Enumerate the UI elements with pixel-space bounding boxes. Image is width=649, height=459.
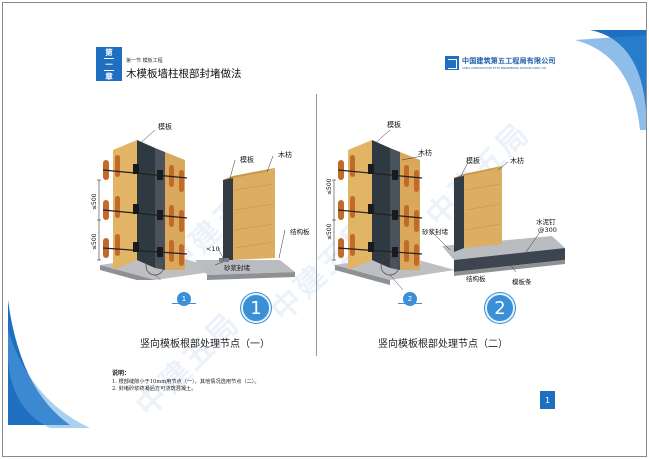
chapter-char: 一 [105,59,113,69]
notes-title: 说明： [112,370,131,377]
detail-marker-2: 2 [403,292,417,306]
label-shuinidin-2: 水泥钉 [536,218,556,226]
chapter-char: 第 [105,47,113,57]
label-mobantiao-2: 模板条 [512,278,532,286]
label-shajiang-2: 砂浆封堵 [422,228,448,236]
chapter-char: 章 [105,71,113,81]
label-mufang-1: 木枋 [278,151,292,159]
dim-label: ≤500 [91,233,98,250]
label-dim-10-1: <10 [206,245,220,253]
node-number-1: 1 [241,293,271,323]
label-moban-side-1: 模板 [240,156,254,164]
figure-1-caption: 竖向模板根部处理节点（一） [140,339,270,350]
company-logo-icon [445,56,459,70]
label-moban-top-2: 模板 [387,121,401,129]
label-moban-top-1: 模板 [158,123,172,131]
notes-block: 说明： 1. 根部缝隙小于10mm用节点（一），其他情况选用节点（二）。 2. … [112,368,260,393]
dim-label: ≤500 [91,193,98,210]
label-jiegouban-2: 结构板 [466,275,486,283]
label-spacing-2: @300 [538,226,557,234]
chapter-badge: 第 一 章 [96,47,122,81]
label-jiegouban-1: 结构板 [290,228,310,236]
dim-label: ≤500 [326,223,333,240]
label-moban-side-2: 模板 [466,157,480,165]
section-label: 第一节 模板工程 [126,58,163,64]
company-logo: 中国建筑第五工程局有限公司 CHINA CONSTRUCTION FIFTH E… [445,56,556,70]
node-number-2: 2 [485,293,515,323]
page-title: 木模板墙柱根部封堵做法 [126,68,242,80]
company-name-cn: 中国建筑第五工程局有限公司 [462,57,556,65]
detail-marker-1: 1 [177,292,191,306]
figure-2-caption: 竖向模板根部处理节点（二） [378,339,508,350]
label-mufang-top-2: 木枋 [418,149,432,157]
note-line: 1. 根部缝隙小于10mm用节点（一），其他情况选用节点（二）。 [112,379,260,385]
figure-1-drawing [95,120,300,280]
note-line: 2. 封堵砂浆终凝后方可浇筑混凝土。 [112,386,197,392]
dim-label: ≤500 [326,178,333,195]
page-number: 1 [540,391,555,409]
figure-2-drawing [330,120,570,290]
company-name-en: CHINA CONSTRUCTION FIFTH ENGINEERING DIV… [462,67,547,70]
label-mufang-side-2: 木枋 [510,157,524,165]
label-shajiang-1: 砂浆封堵 [224,264,250,272]
divider-line [316,94,317,356]
